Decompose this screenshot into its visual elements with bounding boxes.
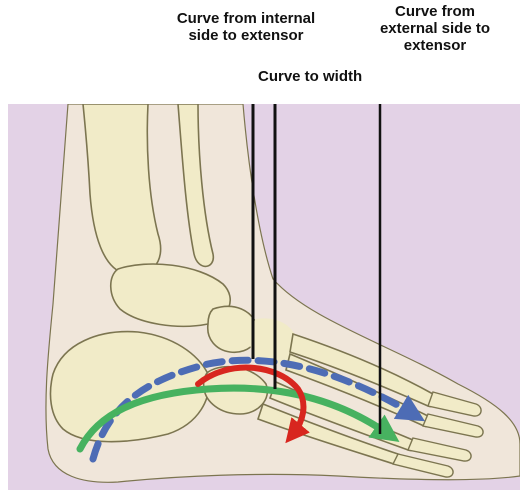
calcaneus-bone xyxy=(50,332,208,442)
label-width-curve: Curve to width xyxy=(258,68,398,85)
label-external-curve: Curve from external side to extensor xyxy=(360,3,510,54)
label-internal-curve: Curve from internal side to extensor xyxy=(146,10,346,44)
foot-anatomy-figure xyxy=(8,104,520,490)
